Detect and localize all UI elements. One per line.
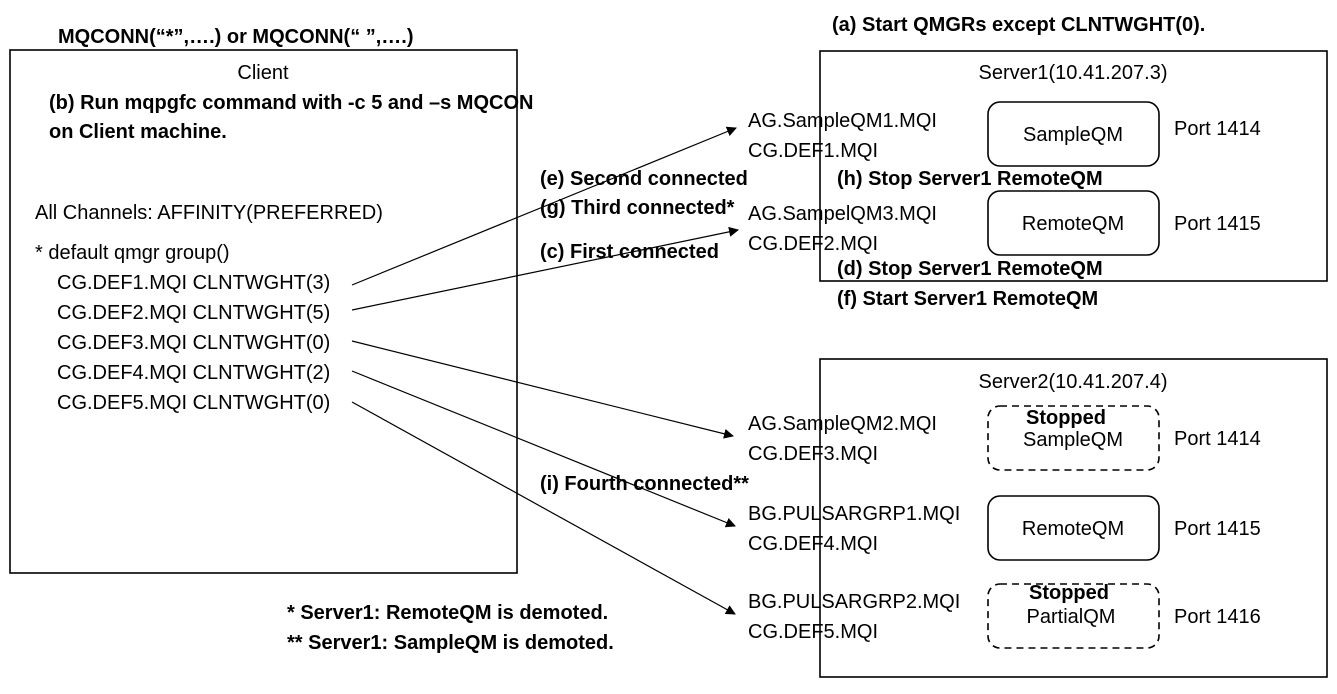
client-channel-1: CG.DEF1.MQI CLNTWGHT(3) xyxy=(57,272,330,294)
arrow-def1-to-sampleqm1 xyxy=(351,126,737,286)
server1-channel-1-cg: CG.DEF1.MQI xyxy=(748,140,878,162)
server2-partialqm-label: PartialQM xyxy=(1027,606,1116,628)
affinity-label: All Channels: AFFINITY(PREFERRED) xyxy=(35,202,383,224)
server2-port-1416: Port 1416 xyxy=(1174,606,1261,628)
server2-partialqm-box xyxy=(987,583,1160,649)
arrow-def3-to-sampleqm2 xyxy=(351,340,734,439)
server1-sampleqm-label: SampleQM xyxy=(1023,124,1123,146)
step-i-label: (i) Fourth connected** xyxy=(540,473,749,495)
server1-remoteqm-box xyxy=(987,190,1160,256)
server2-partialqm-status: Stopped xyxy=(1029,582,1109,604)
server2-channel-3-cg: CG.DEF5.MQI xyxy=(748,621,878,643)
step-h-label: (h) Stop Server1 RemoteQM xyxy=(837,168,1103,190)
server2-title: Server2(10.41.207.4) xyxy=(978,371,1167,393)
server1-channel-2-cg: CG.DEF2.MQI xyxy=(748,233,878,255)
server2-remoteqm-box xyxy=(987,495,1160,561)
server2-sampleqm-status: Stopped xyxy=(1026,407,1106,429)
server1-port-1414: Port 1414 xyxy=(1174,118,1261,140)
server1-port-1415: Port 1415 xyxy=(1174,213,1261,235)
server2-box xyxy=(819,358,1328,678)
server1-box xyxy=(819,50,1328,282)
server2-remoteqm-label: RemoteQM xyxy=(1022,518,1124,540)
client-title: Client xyxy=(237,62,289,84)
server2-channel-1-cg: CG.DEF3.MQI xyxy=(748,443,878,465)
client-channel-3: CG.DEF3.MQI CLNTWGHT(0) xyxy=(57,332,330,354)
server2-channel-2-cg: CG.DEF4.MQI xyxy=(748,533,878,555)
client-channel-5: CG.DEF5.MQI CLNTWGHT(0) xyxy=(57,392,330,414)
step-b-label-line2: on Client machine. xyxy=(49,121,227,143)
footnote-2: ** Server1: SampleQM is demoted. xyxy=(287,632,614,654)
qmgr-group-label: * default qmgr group() xyxy=(35,242,230,264)
step-b-label-line1: (b) Run mqpgfc command with -c 5 and –s … xyxy=(49,92,533,114)
step-a-label: (a) Start QMGRs except CLNTWGHT(0). xyxy=(832,14,1205,36)
server1-remoteqm-label: RemoteQM xyxy=(1022,213,1124,235)
step-d-label: (d) Stop Server1 RemoteQM xyxy=(837,258,1103,280)
footnote-1: * Server1: RemoteQM is demoted. xyxy=(287,602,608,624)
server1-channel-1-name: AG.SampleQM1.MQI xyxy=(748,110,937,132)
arrow-def5-to-pulsargrp2 xyxy=(351,401,736,615)
server2-port-1415: Port 1415 xyxy=(1174,518,1261,540)
step-f-label: (f) Start Server1 RemoteQM xyxy=(837,288,1098,310)
step-e-label: (e) Second connected xyxy=(540,168,748,190)
server2-sampleqm-label: SampleQM xyxy=(1023,429,1123,451)
server1-channel-2-name: AG.SampelQM3.MQI xyxy=(748,203,937,225)
server1-title: Server1(10.41.207.3) xyxy=(978,62,1167,84)
mqconn-note: MQCONN(“*”,….) or MQCONN(“ ”,….) xyxy=(58,26,414,48)
step-g-label: (g) Third connected* xyxy=(540,197,735,219)
server2-channel-2-name: BG.PULSARGRP1.MQI xyxy=(748,503,960,525)
server2-channel-1-name: AG.SampleQM2.MQI xyxy=(748,413,937,435)
client-box xyxy=(9,49,518,574)
arrow-def4-to-pulsargrp1 xyxy=(351,370,736,528)
client-channel-4: CG.DEF4.MQI CLNTWGHT(2) xyxy=(57,362,330,384)
arrow-def2-to-sampelqm3 xyxy=(351,226,739,311)
server2-sampleqm-box xyxy=(987,405,1160,471)
server2-channel-3-name: BG.PULSARGRP2.MQI xyxy=(748,591,960,613)
server1-sampleqm-box xyxy=(987,101,1160,167)
server2-port-1414: Port 1414 xyxy=(1174,428,1261,450)
client-channel-2: CG.DEF2.MQI CLNTWGHT(5) xyxy=(57,302,330,324)
step-c-label: (c) First connected xyxy=(540,241,719,263)
